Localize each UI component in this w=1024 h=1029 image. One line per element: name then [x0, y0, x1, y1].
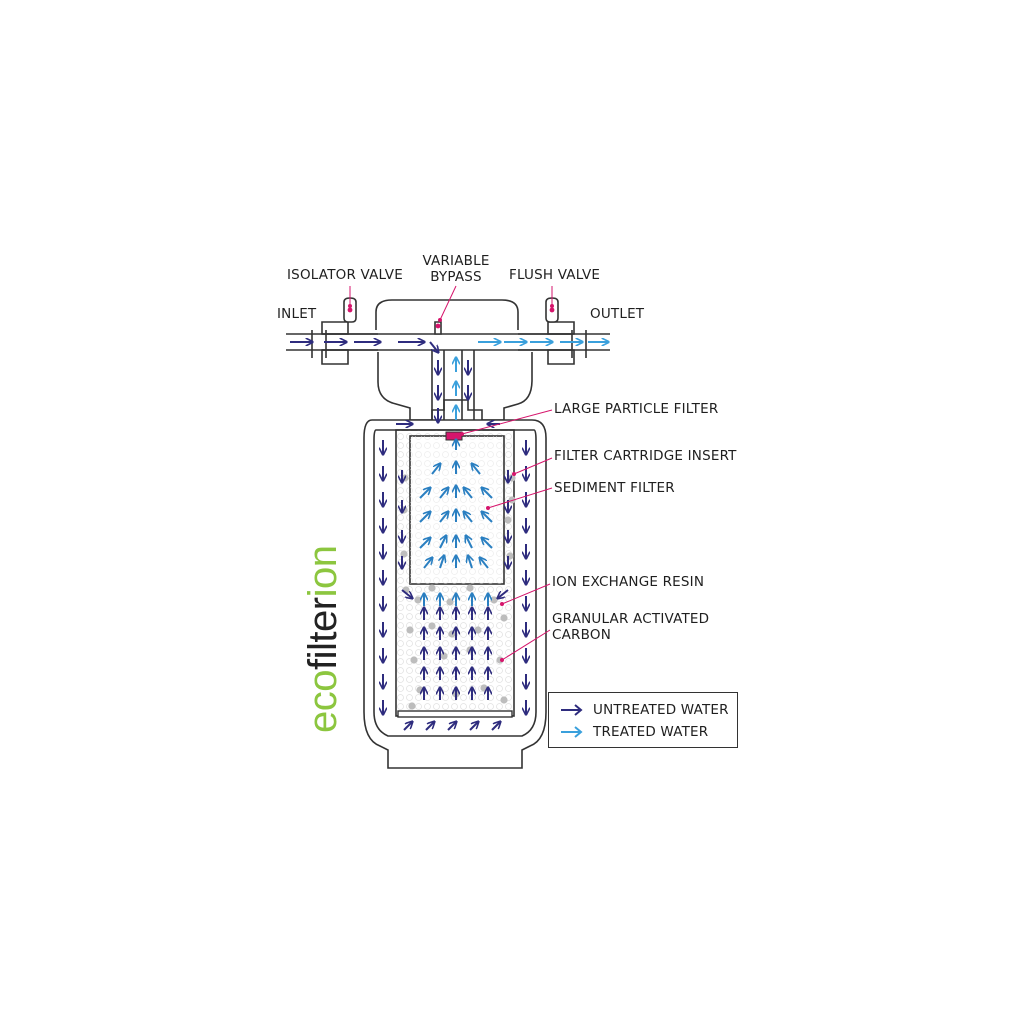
ion-exchange-resin-label: ION EXCHANGE RESIN: [552, 574, 705, 590]
sediment-flow-arrow: [419, 512, 430, 523]
sediment-flow-arrow: [464, 488, 473, 499]
media-dot: [406, 626, 414, 634]
brand-part-filter: filter: [301, 597, 345, 670]
sediment-flow-arrow: [480, 558, 489, 569]
variable-bypass-label-line1: VARIABLE: [422, 253, 490, 269]
sediment-flow-arrow: [482, 488, 493, 499]
sediment-flow-arrow: [439, 536, 446, 549]
leader-dot: [486, 506, 490, 510]
leader-line: [501, 629, 551, 661]
sediment-flow-arrow: [482, 512, 493, 523]
valve-marker-dot: [347, 307, 353, 313]
sediment-flow-arrow: [440, 556, 444, 569]
sediment-flow-arrow: [464, 512, 473, 523]
leader-dot: [500, 602, 504, 606]
media-dot: [440, 652, 448, 660]
legend-untreated: UNTREATED WATER: [559, 701, 729, 719]
variable-bypass-label-line2: BYPASS: [430, 269, 482, 285]
flush-valve-label: FLUSH VALVE: [509, 267, 601, 283]
media-dot: [490, 596, 498, 604]
sediment-flow-arrow: [419, 538, 430, 549]
sediment-flow-arrow: [439, 488, 448, 499]
media-dot: [410, 656, 418, 664]
sediment-filter-label: SEDIMENT FILTER: [554, 480, 675, 496]
bypass-flow-arrow: [429, 341, 438, 352]
leader-dot: [348, 304, 352, 308]
filter-cartridge-insert-label: FILTER CARTRIDGE INSERT: [554, 448, 737, 464]
sediment-flow-arrow: [419, 488, 430, 499]
granular-activated-carbon-label-line1: GRANULAR ACTIVATED: [552, 611, 710, 627]
leader-line: [513, 457, 553, 475]
bottom-flow-arrow: [469, 722, 478, 731]
leader-dot: [460, 432, 464, 436]
media-dot: [446, 598, 454, 606]
media-dot: [408, 702, 416, 710]
media-dot: [400, 550, 408, 558]
brand-logo: ecofilterion: [301, 545, 345, 733]
inlet-label: INLET: [277, 306, 317, 322]
valve-marker-dot: [549, 307, 555, 313]
leader-dot: [500, 658, 504, 662]
media-dot: [428, 622, 436, 630]
leader-line: [439, 285, 457, 321]
filter-head: [286, 297, 610, 431]
media-dot: [448, 630, 456, 638]
media-dot: [414, 596, 422, 604]
media-dot: [480, 684, 488, 692]
large-particle-filter-label: LARGE PARTICLE FILTER: [554, 401, 719, 417]
untreated-arrow-icon: [561, 704, 583, 716]
granular-activated-carbon-label-line2: CARBON: [552, 627, 611, 643]
media-dot: [500, 614, 508, 622]
leader-line: [461, 409, 553, 435]
leader-line: [501, 583, 551, 605]
bottom-flow-arrow: [447, 722, 456, 731]
sediment-flow-arrow: [431, 464, 440, 475]
leader-dot: [512, 472, 516, 476]
bottom-flow-arrow: [425, 722, 434, 731]
legend: UNTREATED WATER TREATED WATER: [548, 692, 738, 748]
media-dot: [504, 516, 512, 524]
valve-marker-dot: [435, 323, 441, 329]
media-dot: [474, 626, 482, 634]
outlet-label: OUTLET: [590, 306, 645, 322]
legend-untreated-label: UNTREATED WATER: [593, 702, 729, 718]
legend-treated: TREATED WATER: [559, 723, 708, 741]
media-dot: [466, 584, 474, 592]
brand-part-eco: eco: [301, 670, 345, 733]
bottom-flow-arrow: [403, 722, 412, 731]
leader-dot: [438, 318, 442, 322]
media-dot: [416, 686, 424, 694]
sediment-flow-arrow: [439, 512, 448, 523]
label-leader-lines: [348, 285, 554, 662]
leader-line: [487, 487, 553, 509]
brand-part-ion: ion: [301, 545, 345, 598]
leader-dot: [550, 304, 554, 308]
sediment-flow-arrow: [468, 556, 472, 569]
media-dot: [500, 696, 508, 704]
bottom-flow-arrow: [491, 722, 500, 731]
sediment-flow-arrow: [423, 558, 432, 569]
treated-arrow-icon: [561, 726, 583, 738]
sediment-flow-arrow: [466, 536, 473, 549]
sediment-flow-arrow: [482, 538, 493, 549]
sediment-flow-arrow: [472, 464, 481, 475]
legend-treated-label: TREATED WATER: [593, 724, 709, 740]
cartridge-edge-arrow: [498, 589, 509, 598]
isolator-valve-label: ISOLATOR VALVE: [287, 267, 403, 283]
flow-arrows: [290, 341, 608, 731]
media-dot: [428, 584, 436, 592]
cartridge-edge-arrow: [401, 589, 412, 598]
